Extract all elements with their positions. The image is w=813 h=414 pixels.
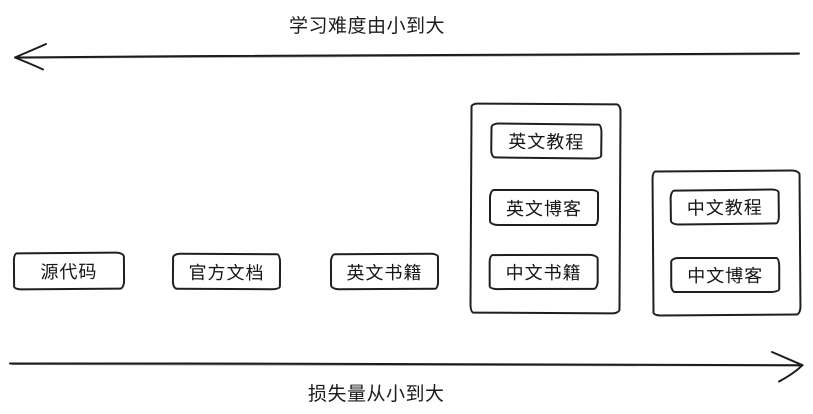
bottom-axis-label: 损失量从小到大 — [308, 383, 445, 405]
box-chinese-blogs: 中文博客 — [670, 256, 781, 294]
box-chinese-tutorials: 中文教程 — [669, 188, 780, 226]
box-english-tutorials: 英文教程 — [490, 122, 603, 160]
box-chinese-books: 中文书籍 — [488, 253, 599, 291]
box-english-blogs: 英文博客 — [488, 188, 600, 227]
group-box-english-resources: 英文教程 英文博客 中文书籍 — [469, 102, 622, 315]
box-source-code: 源代码 — [12, 251, 126, 291]
box-official-docs: 官方文档 — [171, 252, 282, 291]
top-axis-label: 学习难度由小到大 — [289, 15, 446, 37]
group-box-chinese-resources: 中文教程 中文博客 — [651, 169, 802, 317]
left-arrow-icon — [14, 43, 800, 71]
right-arrow-icon — [9, 351, 804, 383]
box-english-books: 英文书籍 — [329, 252, 440, 291]
